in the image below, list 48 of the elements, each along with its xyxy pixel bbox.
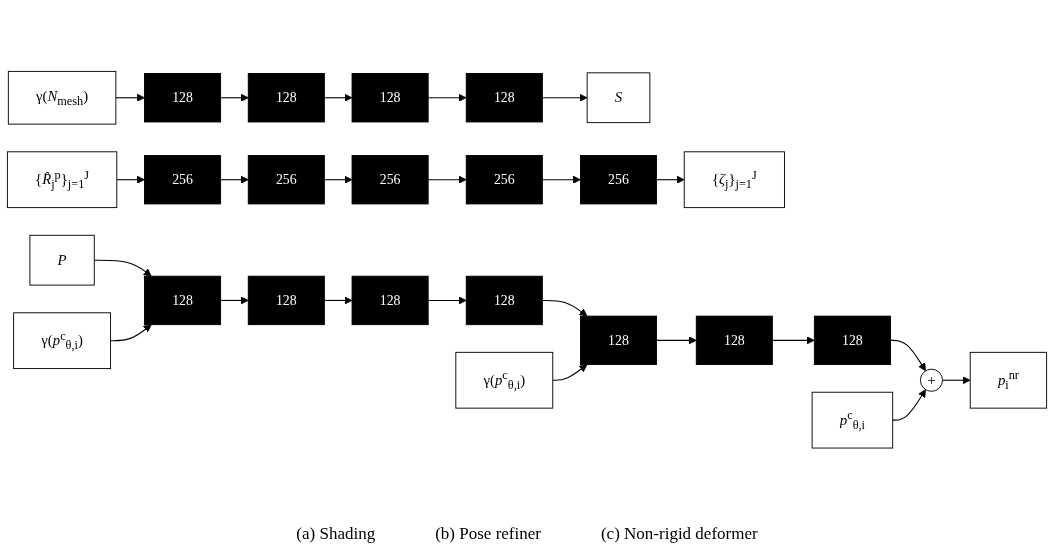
node-box: 128 <box>351 73 429 123</box>
arrow <box>656 175 685 185</box>
arrow <box>220 296 249 305</box>
node-box: 128 <box>695 315 773 366</box>
panel-caption: (b) Pose refiner <box>435 524 541 544</box>
arrow <box>427 93 467 103</box>
arrow <box>541 93 588 103</box>
node-box: 128 <box>813 315 891 366</box>
arrow <box>656 336 697 345</box>
node-box: 128 <box>465 276 543 326</box>
arrow <box>771 336 815 345</box>
node-box: γ(p$^{c}$$_{θ,i}$) <box>455 352 554 409</box>
node-box: 128 <box>144 276 222 326</box>
node-box: P <box>29 235 95 286</box>
arrow <box>942 376 971 385</box>
node-circle: + <box>919 368 943 393</box>
node-box: 256 <box>351 155 429 205</box>
panel-caption: (c) Non-rigid deformer <box>600 524 758 544</box>
arrow <box>323 175 353 185</box>
node-box: 128 <box>465 73 543 123</box>
node-box: 128 <box>247 73 325 123</box>
arrow <box>541 300 588 317</box>
node-box: 256 <box>144 155 222 205</box>
arrow <box>552 364 588 382</box>
node-box: 256 <box>465 155 543 205</box>
node-box: 128 <box>580 315 657 366</box>
node-box: 128 <box>247 276 325 326</box>
arrow <box>110 324 152 342</box>
arrow <box>115 93 145 103</box>
arrow <box>889 340 926 372</box>
arrow <box>220 175 249 185</box>
arrow <box>541 175 581 185</box>
node-box: γ(N$_{mesh}$) <box>7 71 117 125</box>
node-box: γ(p$^{c}$$_{θ,i}$) <box>13 312 111 370</box>
node-box: S <box>586 72 651 124</box>
node-box: 128 <box>351 276 429 326</box>
node-box: 256 <box>580 155 657 205</box>
arrow <box>93 259 152 277</box>
arrow <box>892 389 926 421</box>
arrow <box>220 93 249 103</box>
arrow <box>116 175 145 185</box>
panel-caption: (a) Shading <box>296 524 376 544</box>
arrow <box>323 296 353 305</box>
arrow <box>427 296 467 305</box>
node-box: 256 <box>247 155 325 205</box>
node-box: 128 <box>144 73 222 123</box>
arrow <box>427 175 467 185</box>
arrow <box>323 93 353 103</box>
